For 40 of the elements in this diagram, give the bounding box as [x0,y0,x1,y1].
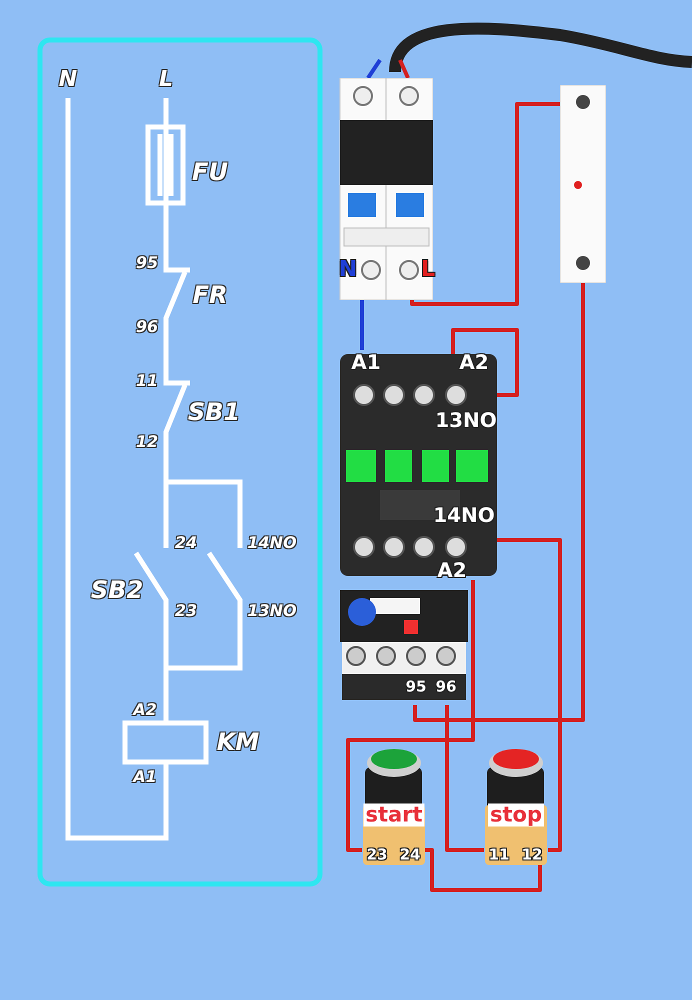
terminal-label: FR [192,283,228,307]
terminal-label: 12 [136,434,158,450]
wire [346,580,475,852]
terminal-label: 24 [174,535,198,551]
wire [410,102,560,306]
terminal-label: 96 [136,319,158,335]
terminal-label: N [338,259,358,281]
terminal-label: 13NO [247,603,297,619]
button-label: start [363,804,425,826]
terminal-label: KM [216,730,260,754]
terminal-label: 96 [436,680,456,694]
terminal-label: N [58,69,78,91]
terminal-label: L [158,69,174,91]
terminal-label: FU [192,160,228,184]
terminal-label: 95 [406,680,426,694]
wire [425,848,542,892]
wire [451,328,519,397]
terminal-label: 95 [136,255,158,271]
terminal-label: A1 [133,769,157,785]
wire [445,705,484,852]
terminal-label: SB2 [90,578,144,602]
terminal-label: L [420,259,436,281]
wire [360,300,364,350]
terminal-label: 11 [136,373,158,389]
terminal-label: A1 [351,352,381,372]
terminal-label: 24 [400,848,420,862]
terminal-label: 14NO [433,505,495,525]
terminal-label: 12 [522,848,542,862]
terminal-label: 23 [174,603,198,619]
terminal-label: A2 [459,352,489,372]
terminal-label: SB1 [188,400,240,424]
terminal-label: A2 [133,702,157,718]
terminal-label: A2 [437,560,467,580]
terminal-label: 13NO [435,410,497,430]
terminal-label: 11 [488,848,510,862]
wire [497,538,562,852]
terminal-label: 14NO [247,535,297,551]
wire [413,283,585,722]
button-label: stop [488,804,544,826]
terminal-label: 23 [366,848,388,862]
